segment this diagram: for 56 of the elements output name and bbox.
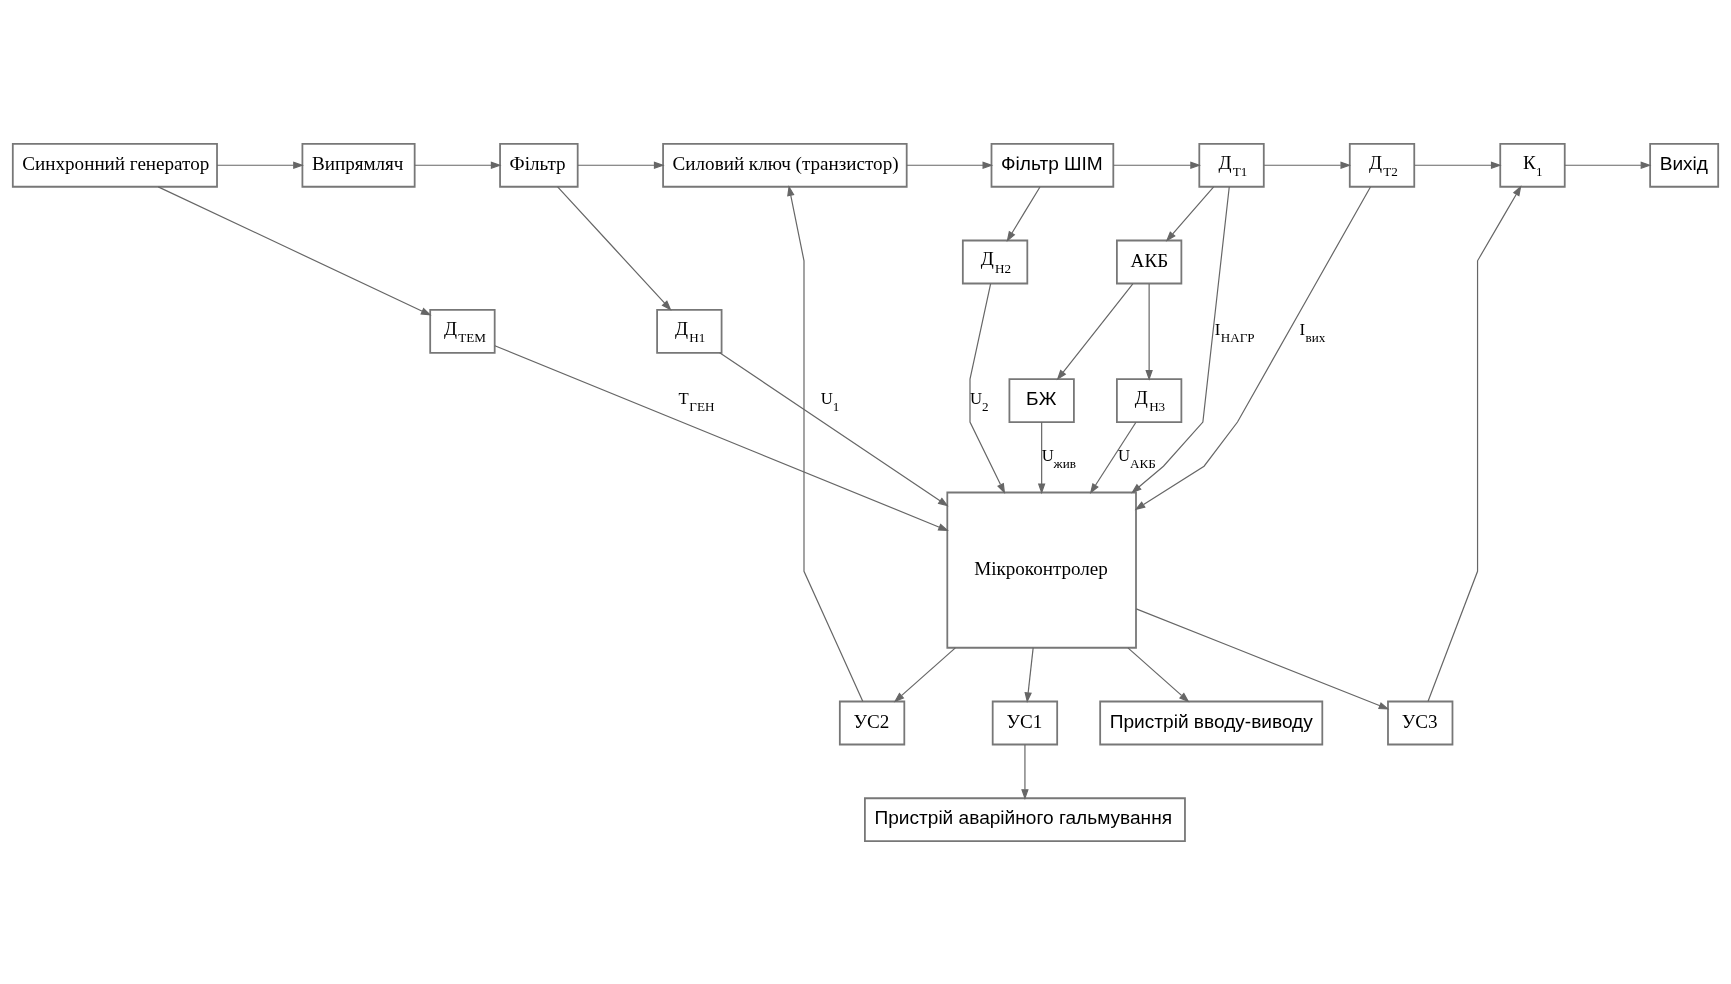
node-box: УС2 bbox=[838, 700, 906, 745]
arrow bbox=[1089, 421, 1137, 494]
edge-label: T$_{ГЕН}$ bbox=[678, 388, 715, 414]
node-box: Випрямляч bbox=[301, 142, 416, 188]
edge-label: I$_{вих}$ bbox=[1299, 319, 1326, 345]
edge-label: U$_{АКБ}$ bbox=[1118, 444, 1156, 471]
arrow bbox=[1564, 161, 1652, 169]
arrow bbox=[1134, 185, 1372, 510]
arrow bbox=[216, 161, 304, 169]
arrow bbox=[1145, 282, 1153, 381]
arrow bbox=[1113, 161, 1202, 169]
arrow bbox=[1006, 185, 1041, 242]
edge-label: U$_{жив}$ bbox=[1041, 444, 1076, 471]
arrow bbox=[1165, 185, 1215, 242]
edge-label: I$_{НАГР}$ bbox=[1214, 319, 1255, 345]
arrow bbox=[1024, 646, 1034, 703]
node-box: Д$_{ТЕМ}$ bbox=[429, 308, 496, 354]
arrow bbox=[414, 161, 502, 169]
arrow bbox=[494, 344, 949, 531]
node-box: УС1 bbox=[991, 700, 1059, 745]
arrow bbox=[1021, 743, 1029, 800]
arrow bbox=[1131, 185, 1230, 494]
node-box: Д$_{Т1}$ bbox=[1198, 142, 1265, 188]
arrow bbox=[893, 646, 956, 702]
arrow bbox=[719, 351, 949, 506]
arrow bbox=[1127, 646, 1190, 702]
arrow bbox=[1414, 161, 1502, 169]
arrow bbox=[157, 185, 432, 316]
arrow bbox=[969, 282, 1006, 494]
node-box: АКБ bbox=[1116, 239, 1183, 284]
node-box: Силовий ключ (транзистор) bbox=[662, 142, 908, 188]
arrow bbox=[787, 184, 864, 702]
node-box: Д$_{Н1}$ bbox=[656, 308, 723, 354]
edge-label: U$_{2}$ bbox=[970, 388, 989, 414]
node-box: Д$_{Н3}$ bbox=[1116, 377, 1183, 423]
arrow bbox=[1427, 184, 1522, 702]
node-box: Пристрій вводу-виводу bbox=[1099, 700, 1324, 745]
node-box: Д$_{Т2}$ bbox=[1348, 142, 1416, 188]
arrow bbox=[557, 185, 672, 311]
node-box: БЖ bbox=[1008, 377, 1075, 423]
node-box: Фільтр bbox=[499, 142, 579, 188]
node-box: К$_{1}$ bbox=[1499, 142, 1566, 188]
node-box: Мікроконтролер bbox=[946, 491, 1137, 649]
arrow bbox=[1037, 421, 1046, 494]
arrow bbox=[1056, 282, 1134, 380]
node-box: Синхронний генератор bbox=[11, 142, 218, 188]
arrow bbox=[906, 161, 994, 169]
arrow bbox=[577, 161, 665, 169]
node-box: УС3 bbox=[1387, 700, 1454, 745]
node-box: Д$_{Н2}$ bbox=[961, 239, 1029, 284]
arrow bbox=[1135, 607, 1390, 710]
edge-label: U$_{1}$ bbox=[820, 388, 840, 414]
node-box: Пристрій аварійного гальмування bbox=[864, 796, 1186, 842]
node-box: Вихід bbox=[1649, 142, 1720, 188]
arrow bbox=[1263, 161, 1352, 169]
node-box: Фільтр ШІМ bbox=[990, 142, 1115, 188]
